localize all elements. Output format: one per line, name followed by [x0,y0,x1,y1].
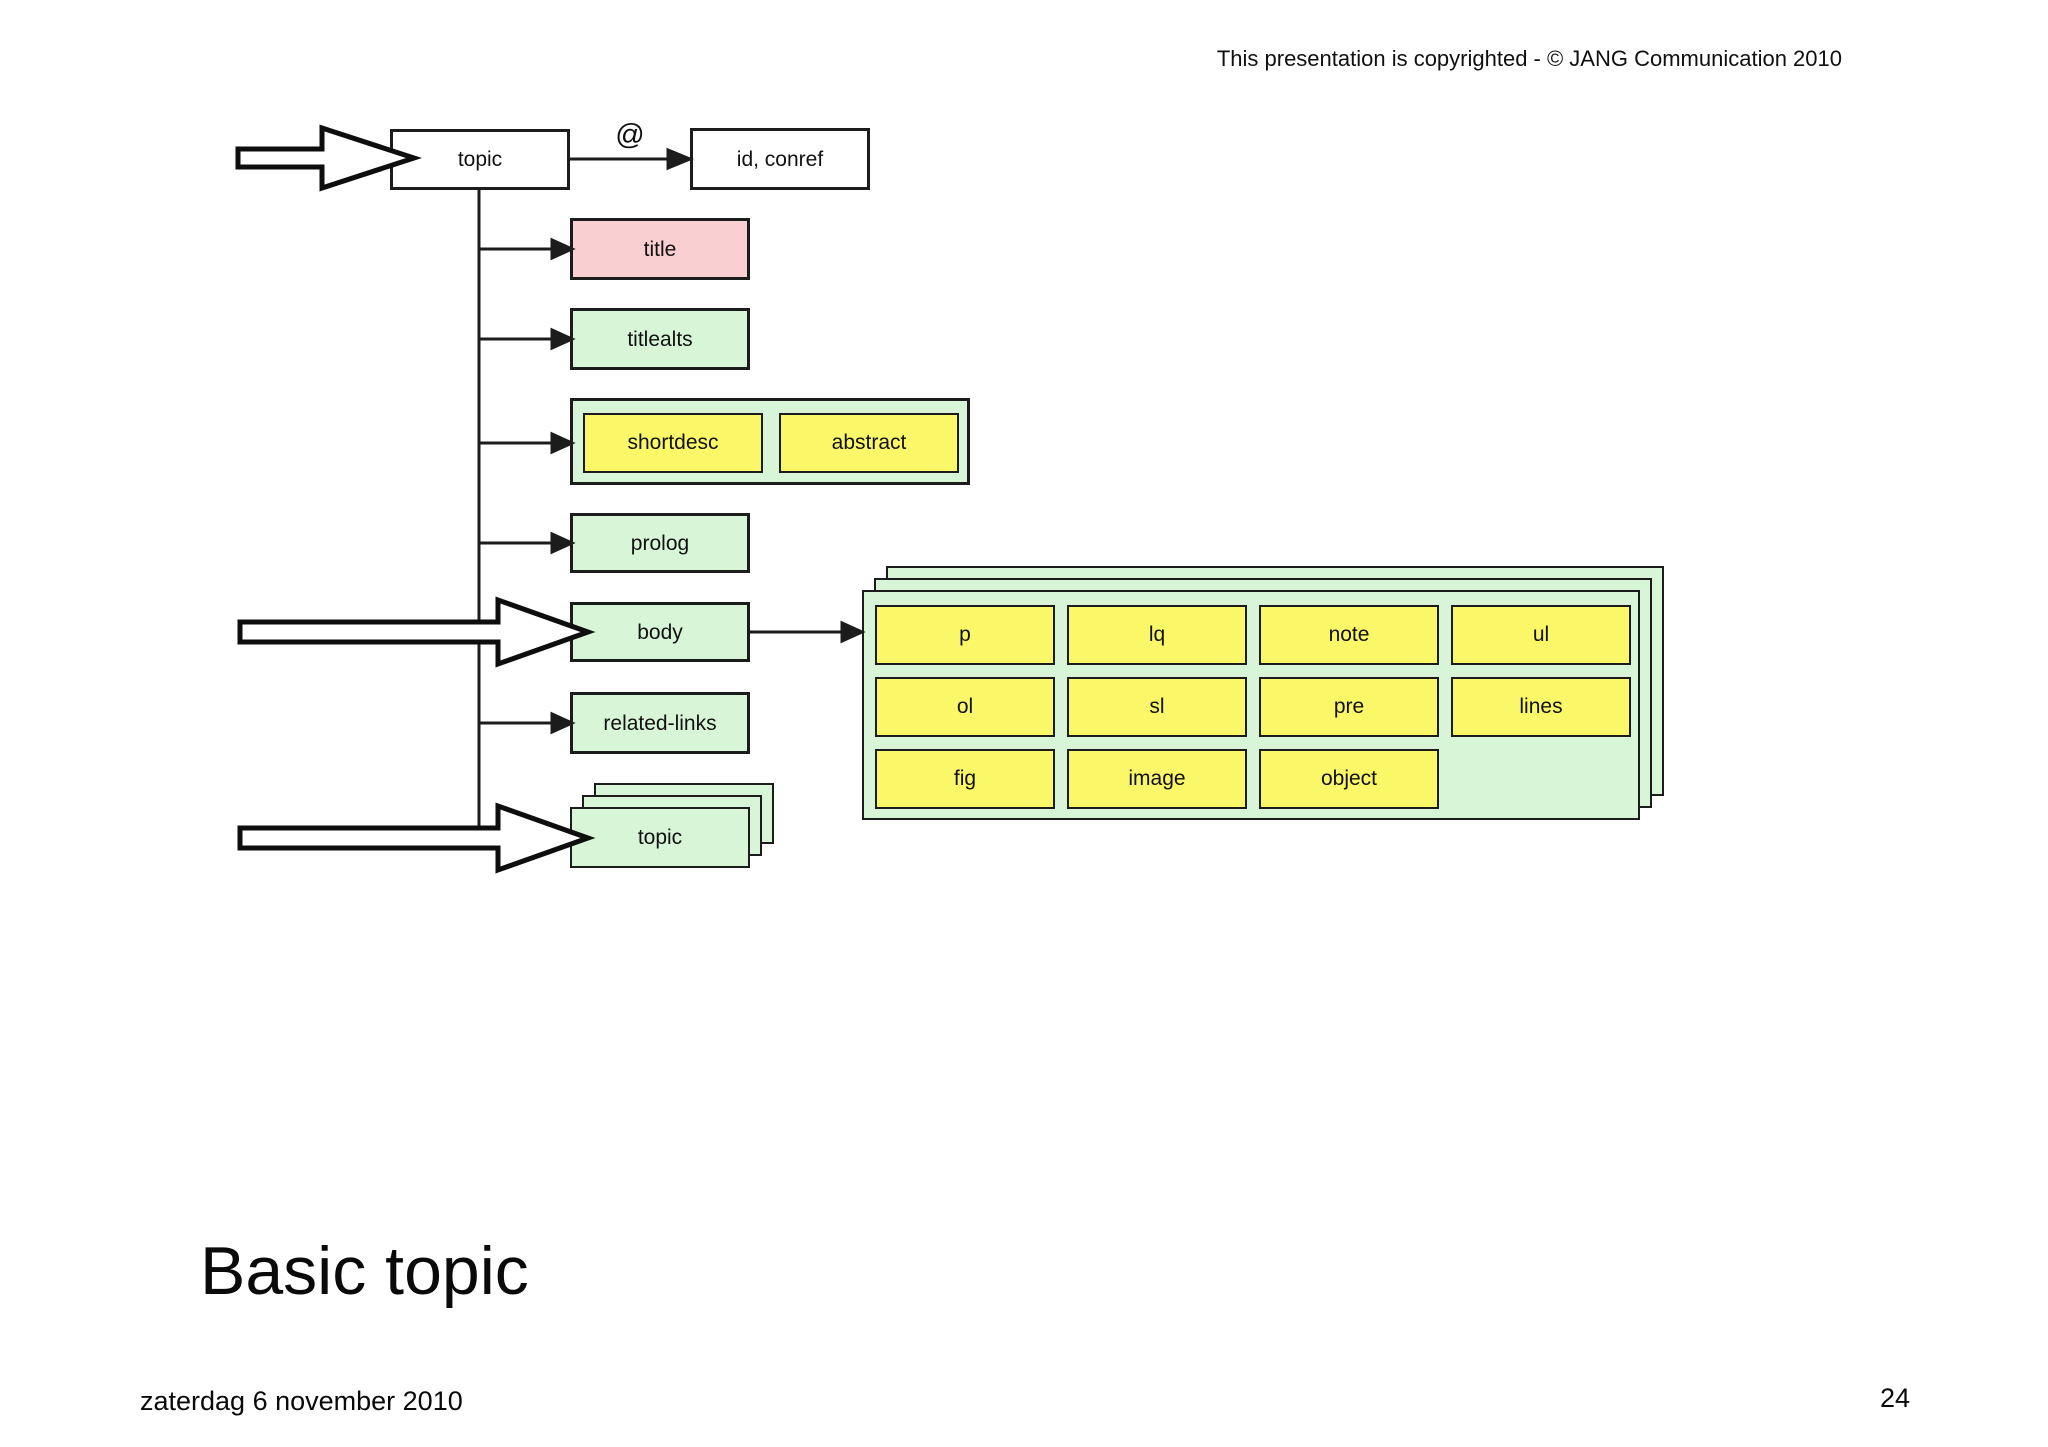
related-links-box: related-links [570,692,750,754]
titlealts-box: titlealts [570,308,750,370]
body-elements-panel: p lq note ul ol sl pre lines fig image o… [862,590,1640,820]
body-element-cell-lines: lines [1451,677,1631,737]
body-element-cell-image: image [1067,749,1247,809]
shortdesc-abstract-group: shortdesc abstract [570,398,970,485]
body-element-cell-p: p [875,605,1055,665]
body-element-cell-ol: ol [875,677,1055,737]
body-element-cell-sl: sl [1067,677,1247,737]
attributes-box: id, conref [690,128,870,190]
body-element-cell-note: note [1259,605,1439,665]
body-element-cell-object: object [1259,749,1439,809]
attribute-marker-label: @ [615,119,645,151]
page-number: 24 [1879,1383,1910,1413]
footer-date: zaterdag 6 november 2010 [140,1386,463,1416]
abstract-box: abstract [779,413,959,473]
body-element-cell-pre: pre [1259,677,1439,737]
prolog-box: prolog [570,513,750,573]
title-box: title [570,218,750,280]
copyright-text: This presentation is copyrighted - © JAN… [1216,46,1842,71]
topic-root-box: topic [390,129,570,190]
nested-topic-box: topic [570,807,750,868]
body-element-cell-fig: fig [875,749,1055,809]
shortdesc-box: shortdesc [583,413,763,473]
body-element-cell-lq: lq [1067,605,1247,665]
slide-title: Basic topic [200,1233,529,1309]
body-box: body [570,602,750,662]
body-element-cell-ul: ul [1451,605,1631,665]
